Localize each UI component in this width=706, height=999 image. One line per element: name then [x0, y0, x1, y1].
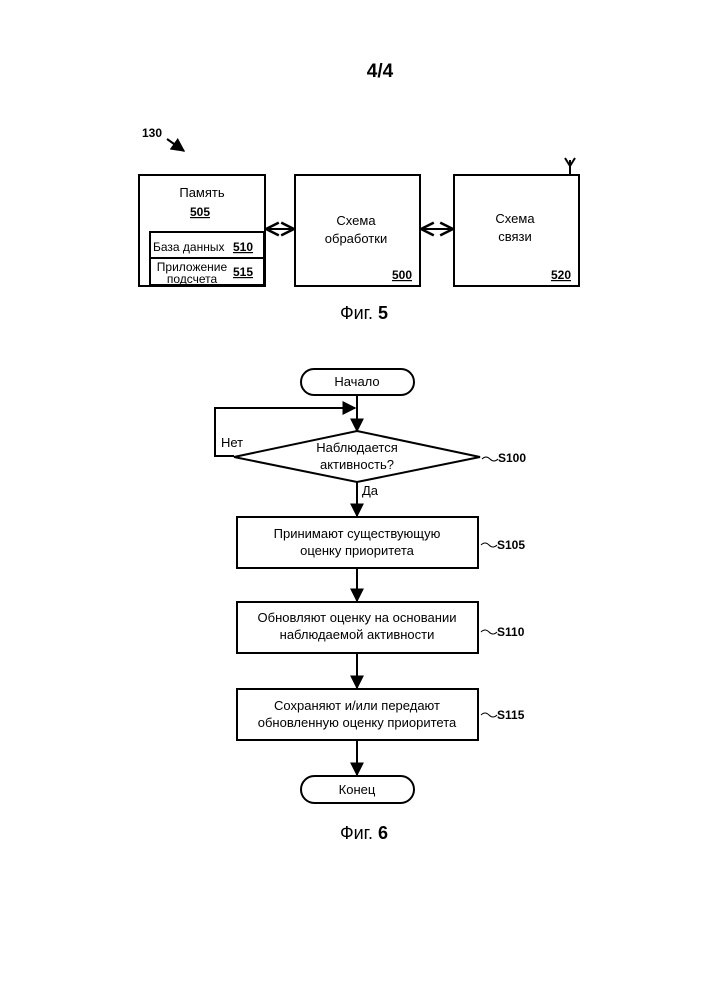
s105-label-line2: оценку приоритета [300, 543, 415, 558]
comms-ref: 520 [551, 268, 571, 282]
page-number: 4/4 [367, 61, 394, 82]
s105-tag: S105 [497, 538, 525, 552]
decision-label-line2: активность? [320, 457, 394, 472]
memory-ref: 505 [190, 205, 210, 219]
database-ref: 510 [233, 240, 253, 254]
s110-tag: S110 [497, 625, 525, 639]
s115-tag: S115 [497, 708, 525, 722]
database-label: База данных [153, 240, 224, 254]
decision-label-line1: Наблюдается [316, 440, 398, 455]
fig6-caption: Фиг. 6 [340, 823, 388, 843]
start-label: Начало [334, 374, 379, 389]
fig5-ref-label: 130 [142, 126, 162, 140]
processing-ref: 500 [392, 268, 412, 282]
no-label: Нет [221, 435, 243, 450]
app-label-line2: подсчета [167, 272, 218, 286]
antenna-icon [565, 158, 575, 175]
yes-label: Да [362, 483, 379, 498]
s115-label-line1: Сохраняют и/или передают [274, 698, 440, 713]
comms-label-line1: Схема [495, 211, 535, 226]
app-ref: 515 [233, 265, 253, 279]
s110-leader [481, 630, 497, 634]
end-label: Конец [339, 782, 376, 797]
s105-label-line1: Принимают существующую [274, 526, 441, 541]
fig5-ref-arrow [167, 139, 184, 151]
s105-leader [481, 543, 497, 547]
s110-label-line1: Обновляют оценку на основании [258, 610, 457, 625]
s110-label-line2: наблюдаемой активности [280, 627, 435, 642]
processing-label-line2: обработки [325, 231, 387, 246]
s115-label-line2: обновленную оценку приоритета [258, 715, 457, 730]
s115-leader [481, 713, 497, 717]
memory-title: Память [179, 185, 225, 200]
processing-label-line1: Схема [336, 213, 376, 228]
s100-leader [482, 457, 498, 461]
comms-label-line2: связи [498, 229, 532, 244]
fig5-caption: Фиг. 5 [340, 303, 388, 323]
s100-label: S100 [498, 451, 526, 465]
